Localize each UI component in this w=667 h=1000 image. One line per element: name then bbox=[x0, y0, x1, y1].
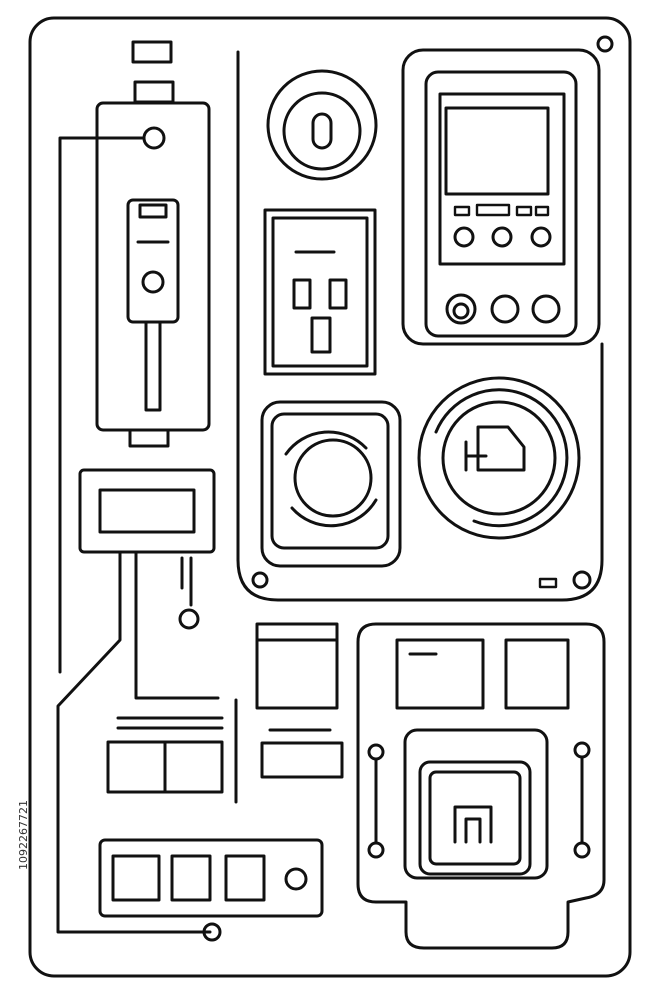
middle-panel-screw-right bbox=[572, 570, 592, 590]
control-module-key-left bbox=[395, 638, 485, 710]
control-module-pin-top-right bbox=[573, 741, 591, 759]
wire-terminal-bottom bbox=[202, 922, 222, 942]
control-module-key-right bbox=[504, 638, 570, 710]
outlet-ground bbox=[310, 316, 332, 354]
gauge-outer-ring bbox=[417, 376, 581, 540]
meter-knob-1 bbox=[453, 226, 475, 248]
control-module-screen bbox=[418, 760, 532, 876]
outlet-frame bbox=[263, 208, 377, 376]
switch-key-3 bbox=[224, 854, 266, 902]
outer-board-frame bbox=[28, 16, 632, 978]
push-button-bezel bbox=[270, 412, 390, 550]
push-button-cap bbox=[293, 438, 373, 518]
meter-round-button-2 bbox=[531, 294, 561, 324]
meter-dial-button-center bbox=[452, 302, 470, 320]
left-wire bbox=[58, 136, 146, 674]
lower-switch-group bbox=[255, 622, 344, 779]
dual-switch-block bbox=[106, 698, 238, 804]
meter-led-1 bbox=[453, 205, 471, 217]
fuse-cap bbox=[131, 40, 173, 64]
wire-bundle-outer bbox=[56, 550, 212, 934]
meter-screen bbox=[444, 106, 550, 196]
meter-device bbox=[401, 48, 601, 346]
outlet-slot-right bbox=[328, 278, 348, 310]
gauge-needle-body bbox=[476, 425, 526, 472]
push-button-housing bbox=[260, 400, 402, 568]
wire-bundle-inner bbox=[134, 550, 220, 700]
power-outlet bbox=[263, 208, 377, 376]
connector-window bbox=[98, 488, 196, 534]
meter-dial-button bbox=[445, 293, 477, 325]
round-socket-outer bbox=[266, 69, 378, 181]
control-module-pin-bottom-right bbox=[573, 841, 591, 859]
push-button-arc-top bbox=[284, 430, 368, 456]
control-module-pin-top-left bbox=[367, 743, 385, 761]
switch-strip-indicator bbox=[284, 867, 308, 891]
fuse-base bbox=[128, 428, 170, 448]
meter-inner-case bbox=[424, 70, 578, 338]
toggle-box-2 bbox=[260, 741, 344, 779]
middle-panel-screw-left bbox=[251, 571, 269, 589]
fuse-neck bbox=[133, 80, 175, 104]
middle-panel-frame bbox=[236, 342, 604, 602]
fuse-switch-module bbox=[95, 40, 211, 448]
control-module-housing bbox=[356, 622, 606, 950]
meter-round-button-1 bbox=[490, 294, 520, 324]
meter-outer-case bbox=[401, 48, 601, 346]
corner-screw-top-right bbox=[596, 35, 614, 53]
control-module-screen-frame bbox=[403, 728, 549, 880]
switch-lever-pivot bbox=[141, 270, 165, 294]
switch-lever-stem bbox=[144, 320, 162, 412]
meter-led-2 bbox=[475, 203, 511, 217]
round-socket-inner bbox=[282, 91, 362, 171]
control-module-symbol bbox=[453, 805, 493, 844]
outlet-plate bbox=[271, 216, 369, 368]
switch-strip-housing bbox=[98, 838, 324, 918]
toggle-box-1 bbox=[255, 622, 339, 710]
round-socket-slot bbox=[311, 112, 333, 150]
meter-display-bezel bbox=[438, 92, 566, 266]
switch-key-2 bbox=[170, 854, 212, 902]
connector-block bbox=[78, 468, 216, 554]
watermark-id: 1092267721 bbox=[17, 800, 30, 870]
connector-housing bbox=[78, 468, 216, 554]
switch-lever-top bbox=[138, 203, 168, 219]
middle-control-panel bbox=[236, 342, 604, 602]
round-socket bbox=[266, 69, 378, 181]
middle-panel-led bbox=[538, 577, 558, 589]
meter-knob-2 bbox=[491, 226, 513, 248]
control-module-screen-inner bbox=[428, 770, 522, 866]
meter-led-3 bbox=[515, 205, 533, 217]
fuse-terminal bbox=[142, 126, 166, 150]
control-module-pin-bottom-left bbox=[367, 841, 385, 859]
wire-terminal-mid bbox=[178, 608, 200, 630]
gauge-face bbox=[441, 400, 557, 516]
gauge-arc bbox=[434, 388, 569, 528]
fuse-housing bbox=[95, 101, 211, 432]
switch-key-1 bbox=[111, 854, 161, 902]
meter-knob-3 bbox=[530, 226, 552, 248]
push-button-arc-bottom bbox=[290, 498, 378, 528]
meter-led-4 bbox=[534, 205, 550, 217]
triple-switch-strip bbox=[98, 838, 324, 918]
main-control-module bbox=[356, 622, 606, 950]
outlet-slot-left bbox=[292, 278, 312, 310]
